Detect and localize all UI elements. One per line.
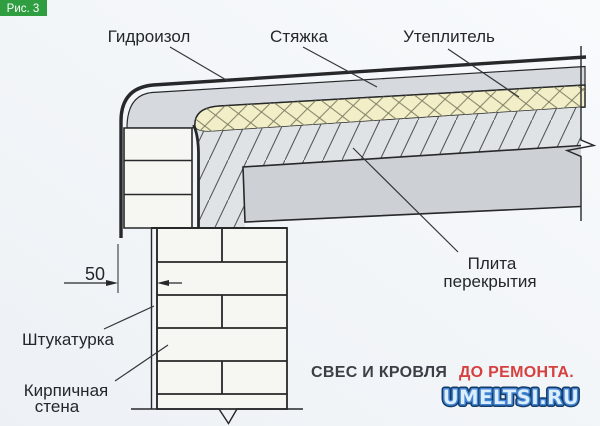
label-brick-wall-line1: Кирпичная: [24, 381, 108, 400]
waterproofing-line: [119, 55, 587, 238]
watermark-midline: UMELTSI.RU: [443, 386, 580, 409]
eave-fascia: [123, 127, 193, 229]
leader-lines: [103, 46, 520, 382]
label-brick-wall-line2: стена: [35, 397, 80, 416]
figure-badge-bg: [0, 0, 47, 16]
leader-screed: [302, 46, 378, 88]
label-slab-line1: Плита: [468, 254, 517, 273]
caption-normal: СВЕС И КРОВЛЯ: [311, 364, 447, 381]
label-waterproofing: Гидроизол: [108, 27, 191, 46]
ground-break-line: [131, 408, 303, 425]
leader-brick-wall: [114, 344, 169, 382]
figure-badge-label: Рис. 3: [7, 3, 40, 15]
floor-slab-outline: [242, 144, 582, 223]
arrow-left-icon: [157, 280, 169, 286]
fascia-fill: [124, 128, 192, 228]
leader-slab: [352, 147, 459, 253]
plaster-layer: [150, 228, 158, 409]
floor-slab: [243, 145, 581, 222]
dimension-value: 50: [85, 264, 105, 284]
dimension-overhang: 50: [64, 244, 182, 293]
leader-plaster: [103, 305, 155, 330]
watermark-outline: UMELTSI.RU: [443, 386, 580, 409]
watermark-logo: UMELTSI.RU UMELTSI.RU UMELTSI.RU: [440, 383, 582, 412]
roof-assembly: [119, 46, 597, 238]
label-plaster: Штукатурка: [22, 330, 115, 349]
brick-wall: [131, 227, 303, 425]
watermark-text: UMELTSI.RU: [443, 386, 580, 409]
caption: СВЕС И КРОВЛЯ ДО РЕМОНТА.: [311, 364, 574, 381]
leader-insulation: [447, 48, 520, 98]
leader-waterproofing: [169, 46, 229, 82]
arrow-right-icon: [106, 280, 118, 286]
label-screed: Стяжка: [270, 27, 328, 46]
label-slab-line2: перекрытия: [443, 272, 536, 291]
slope-layer-left-edge: [192, 124, 200, 227]
insulation-crosshatch: [194, 85, 585, 132]
callout-labels: Гидроизол Стяжка Утеплитель Плита перекр…: [22, 27, 537, 416]
right-break-edge: [564, 46, 597, 221]
slope-layer-hatch: [195, 107, 581, 227]
caption-accent: ДО РЕМОНТА.: [459, 364, 574, 381]
label-insulation: Утеплитель: [403, 27, 495, 46]
figure-badge: Рис. 3: [0, 0, 47, 16]
